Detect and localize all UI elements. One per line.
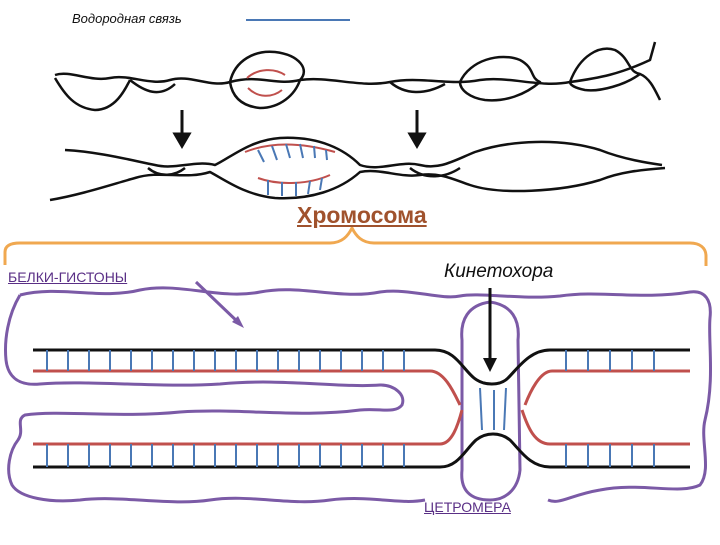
kinetochore-arrowhead: [483, 358, 497, 372]
dna-replication-bottom: [49, 136, 666, 202]
new-strand-top: [246, 69, 286, 97]
dna-replication-top: [53, 41, 662, 112]
chromosome-brace: [3, 224, 708, 266]
histones-label: БЕЛКИ-ГИСТОНЫ: [8, 269, 128, 285]
hydrogen-bonds: [257, 143, 328, 196]
kinetochore-label: Кинетохора: [444, 261, 554, 282]
chromatid-strands: [33, 348, 690, 469]
centromere-label: ЦЕТРОМЕРА: [424, 499, 511, 515]
histone-pointer-arrowhead: [232, 316, 244, 328]
histone-protein-outline: [4, 286, 713, 504]
histone-pointer-arrow: [194, 280, 242, 326]
hydrogen-bond-label: Водородная связь: [72, 11, 182, 26]
chromatid-hydrogen-bonds: [46, 350, 655, 467]
chromosome-title: Хромосома: [297, 202, 427, 228]
arrows-down: [172, 110, 427, 149]
